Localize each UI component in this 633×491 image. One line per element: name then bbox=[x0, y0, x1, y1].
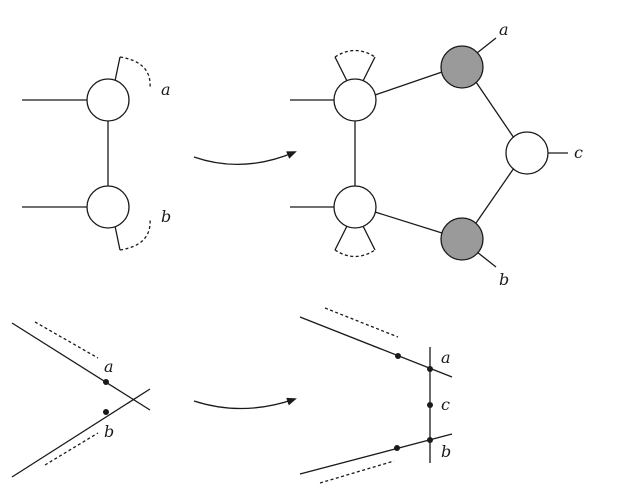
label-b: b bbox=[499, 270, 509, 289]
dashed-line-upper bbox=[34, 321, 99, 359]
dashed-line-upper bbox=[324, 307, 399, 338]
top-right-graph: a b c bbox=[290, 20, 583, 289]
vertex-gray-top bbox=[440, 45, 484, 89]
point-a bbox=[103, 379, 109, 385]
label-a: a bbox=[441, 348, 451, 367]
edge-to-gray-bottom bbox=[374, 211, 443, 234]
label-a: a bbox=[161, 80, 171, 99]
dashed-arc-upper bbox=[334, 49, 376, 58]
bottom-left-graph: a b bbox=[11, 321, 151, 478]
dashed-line-lower bbox=[44, 432, 99, 466]
vertex-upper bbox=[86, 78, 130, 122]
vertex-c bbox=[505, 131, 549, 175]
line-lower bbox=[11, 388, 151, 478]
point-b bbox=[103, 409, 109, 415]
stub-lower-left bbox=[334, 225, 348, 251]
vertex-lower bbox=[333, 185, 377, 229]
dashed-arc-lower bbox=[119, 218, 151, 251]
dashed-arc-lower bbox=[334, 249, 376, 258]
vertex-lower bbox=[86, 185, 130, 229]
vertex-gray-bottom bbox=[440, 217, 484, 261]
stub-upper-right bbox=[362, 56, 376, 82]
edge-a-stub bbox=[476, 37, 497, 54]
label-b: b bbox=[441, 442, 451, 461]
line-upper bbox=[299, 316, 453, 378]
label-c: c bbox=[441, 395, 450, 414]
dashed-line-lower bbox=[319, 460, 395, 484]
dashed-arc-upper bbox=[119, 56, 151, 89]
vertex-upper bbox=[333, 78, 377, 122]
point-c bbox=[427, 402, 433, 408]
edge-gray-top-to-c bbox=[475, 81, 515, 139]
point-b bbox=[427, 437, 433, 443]
label-b: b bbox=[104, 422, 114, 441]
line-lower bbox=[299, 433, 453, 475]
edge-gray-bottom-to-c bbox=[475, 167, 515, 224]
arrow-bottom bbox=[193, 397, 297, 410]
arrow-top bbox=[193, 151, 297, 166]
edge-upper-stub bbox=[114, 56, 121, 82]
stub-upper-left bbox=[334, 56, 348, 82]
point-upper-line bbox=[395, 353, 401, 359]
line-upper bbox=[11, 322, 151, 411]
edge-lower-stub bbox=[114, 225, 121, 251]
point-a bbox=[427, 366, 433, 372]
top-left-graph: a b bbox=[22, 56, 171, 251]
stub-lower-right bbox=[362, 225, 376, 251]
label-b: b bbox=[161, 207, 171, 226]
label-c: c bbox=[574, 143, 583, 162]
edge-b-stub bbox=[476, 251, 497, 268]
label-a: a bbox=[104, 357, 114, 376]
point-lower-line bbox=[394, 445, 400, 451]
bottom-right-graph: a c b bbox=[299, 307, 453, 484]
label-a: a bbox=[499, 20, 509, 39]
edge-to-gray-top bbox=[374, 71, 443, 96]
